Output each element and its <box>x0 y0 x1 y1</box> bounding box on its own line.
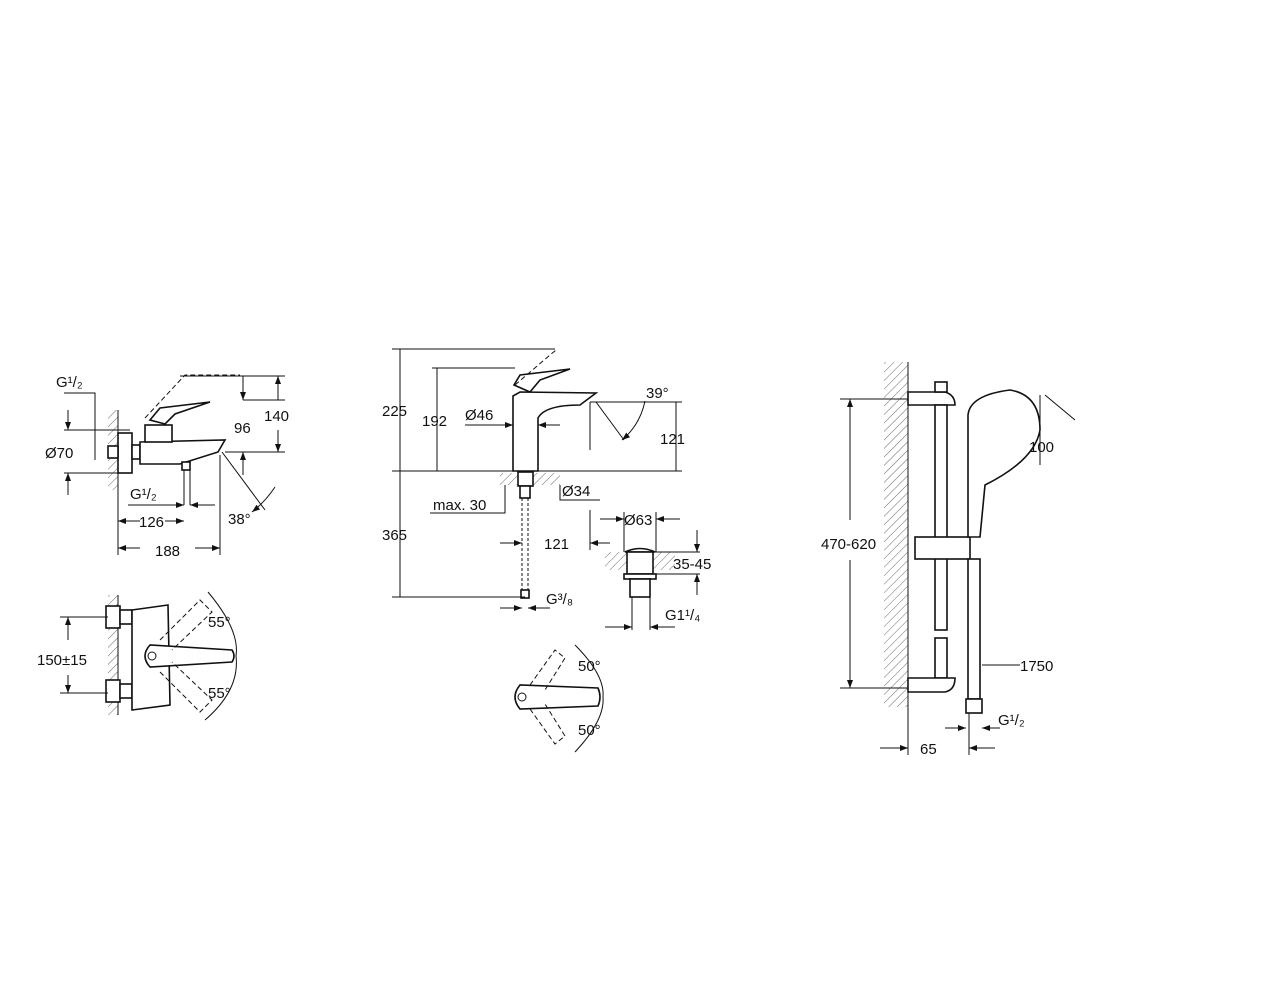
label-max-height: 225 <box>382 403 407 420</box>
shower-rail-set: 100 470-620 1750 G¹/₂ 65 <box>821 362 1076 758</box>
label-total-height: 140 <box>264 408 289 425</box>
label-spout-height: 192 <box>422 413 447 430</box>
label-projection: 188 <box>155 543 180 560</box>
bath-mixer-top-view: 150±15 55° 55° <box>37 591 237 721</box>
label-spout-reach: 121 <box>544 536 569 553</box>
label-head-diameter: 100 <box>1029 439 1054 456</box>
label-waste-range: 35-45 <box>673 556 711 573</box>
label-angle-down: 50° <box>578 722 601 739</box>
label-hose-length: 1750 <box>1020 658 1053 675</box>
bath-mixer-side-view: G¹/₂ Ø70 96 140 G¹/₂ 126 38° 188 <box>45 374 289 560</box>
label-angle-up: 55° <box>208 614 231 631</box>
label-spout-height: 96 <box>234 420 251 437</box>
basin-mixer-side-view: 225 192 Ø46 39° 121 max. 30 Ø34 365 121 … <box>382 348 685 611</box>
label-hole-diameter: Ø34 <box>562 483 590 500</box>
label-rail-range: 470-620 <box>821 536 876 553</box>
label-centres: 150±15 <box>37 652 87 669</box>
label-wall-distance: 65 <box>920 741 937 758</box>
label-flange-diameter: Ø70 <box>45 445 73 462</box>
label-outlet-distance: 126 <box>139 514 164 531</box>
label-hose-thread: G¹/₂ <box>998 712 1025 729</box>
label-outlet-thread: G¹/₂ <box>130 486 157 503</box>
label-lever-angle: 39° <box>646 385 669 402</box>
label-angle-up: 50° <box>578 658 601 675</box>
label-spout-angle: 38° <box>228 511 251 528</box>
label-spout-clearance: 121 <box>660 431 685 448</box>
label-waste-diameter: Ø63 <box>624 512 652 529</box>
label-inlet-thread: G¹/₂ <box>56 374 83 391</box>
label-max-deck: max. 30 <box>433 497 486 514</box>
label-below-deck: 365 <box>382 527 407 544</box>
label-waste-thread: G1¹/₄ <box>665 607 700 624</box>
pop-up-waste: Ø63 35-45 G1¹/₄ <box>600 512 711 630</box>
label-body-diameter: Ø46 <box>465 407 493 424</box>
basin-mixer-top-view: 50° 50° <box>514 644 604 753</box>
label-hose-thread: G³/₈ <box>546 591 573 608</box>
label-angle-down: 55° <box>208 685 231 702</box>
